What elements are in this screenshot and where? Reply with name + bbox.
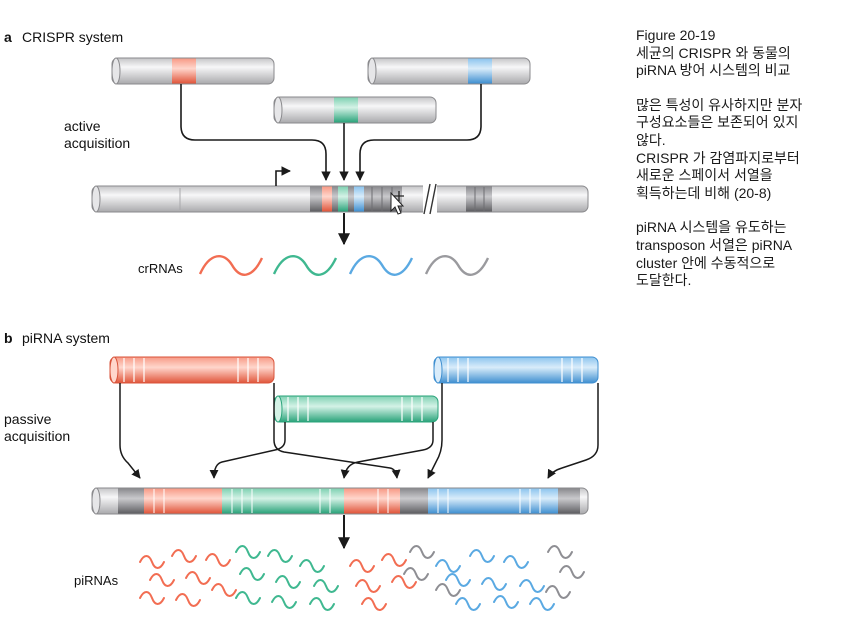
caption-para2-line4: 도달한다. — [636, 272, 692, 289]
pirna-squiggle — [355, 579, 381, 593]
passive-acquisition-label-line1: passive — [4, 411, 52, 427]
pirna-squiggle — [139, 591, 165, 605]
active-acquisition-label-line1: active — [64, 118, 101, 134]
pirna-squiggle — [503, 555, 529, 569]
pirna-squiggle — [149, 573, 175, 587]
pirna-squiggle — [403, 567, 429, 581]
crrna-blue — [348, 255, 414, 276]
pirna-squiggle — [391, 575, 417, 589]
transposon-green — [273, 395, 439, 423]
mouse-cursor-icon — [390, 191, 405, 215]
pirna-cluster — [91, 487, 589, 515]
pirna-squiggle — [309, 597, 335, 611]
acquisition-arrows-b — [119, 383, 599, 479]
pirna-squiggle — [469, 549, 495, 563]
pirna-squiggle — [529, 597, 555, 611]
transposon-blue — [433, 356, 599, 384]
caption-figure-number: Figure 20-19 — [636, 27, 716, 43]
phage-tube-blue — [367, 57, 531, 85]
pirna-squiggle — [481, 577, 507, 591]
pirna-squiggle — [171, 549, 197, 563]
pirna-squiggle — [185, 571, 211, 585]
caption-para2-line1: piRNA 시스템을 유도하는 — [636, 219, 787, 236]
pirna-squiggle — [349, 559, 375, 573]
caption-para1-line4: CRISPR 가 감염파지로부터 — [636, 149, 800, 166]
phage-tube-red — [111, 57, 275, 85]
promoter-arrow — [275, 166, 291, 186]
pirna-squiggle — [361, 597, 387, 611]
pirna-squiggle — [313, 579, 339, 593]
caption-para1-line3: 않다. — [636, 131, 666, 148]
figure-caption: Figure 20-19 세균의 CRISPR 와 동물의 piRNA 방어 시… — [636, 27, 864, 290]
pirna-squiggle — [381, 553, 407, 567]
panel-a-letter: a — [4, 29, 12, 45]
caption-para1-line1: 많은 특성이 유사하지만 분자 — [636, 96, 803, 113]
pirna-squiggle — [445, 573, 471, 587]
caption-para2-line3: cluster 안에 수동적으로 — [636, 254, 776, 271]
transposon-red — [109, 356, 275, 384]
caption-para2-line2: transposon 서열은 piRNA — [636, 236, 793, 253]
pirna-squiggle — [409, 545, 435, 559]
panel-a-title: CRISPR system — [22, 29, 123, 45]
caption-para1-line5: 새로운 스페이서 서열을 — [636, 167, 773, 184]
pirna-squiggle — [175, 593, 201, 607]
crrna-waves — [198, 255, 490, 276]
pirna-squiggle — [267, 549, 293, 563]
crrna-red — [198, 255, 264, 276]
caption-para1-line2: 구성요소들은 보존되어 있지 — [636, 114, 799, 131]
pirna-squiggle — [235, 545, 261, 559]
pirna-squiggle — [235, 591, 261, 605]
crispr-chromosome — [91, 182, 589, 216]
caption-title-line2: piRNA 방어 시스템의 비교 — [636, 62, 791, 79]
passive-acquisition-label-line2: acquisition — [4, 428, 70, 444]
crrna-green — [272, 255, 338, 276]
pirna-squiggle — [455, 597, 481, 611]
pirna-squiggle — [275, 575, 301, 589]
pirna-squiggle — [493, 595, 519, 609]
pirna-squiggle — [299, 559, 325, 573]
pirna-squiggle — [211, 583, 237, 597]
pirna-squiggle — [545, 585, 571, 599]
pirnas-label: piRNAs — [74, 573, 119, 588]
pirna-squiggle — [547, 545, 573, 559]
pirna-squiggle — [239, 567, 265, 581]
pirna-squiggle — [519, 579, 545, 593]
pirna-squiggle — [559, 565, 585, 579]
active-acquisition-label-line2: acquisition — [64, 135, 130, 151]
phage-tube-green — [273, 96, 437, 124]
pirna-squiggle — [435, 559, 461, 573]
crrna-gray — [424, 255, 490, 276]
caption-title-line1: 세균의 CRISPR 와 동물의 — [636, 44, 791, 61]
crrnas-label: crRNAs — [138, 261, 183, 276]
panel-b-title: piRNA system — [22, 330, 110, 346]
pirna-squiggle — [205, 553, 231, 567]
caption-para1-line6: 획득하는데 비해 (20-8) — [636, 184, 772, 201]
acquisition-arrows-a — [180, 84, 482, 181]
pirna-squiggle — [271, 595, 297, 609]
panel-b-letter: b — [4, 330, 13, 346]
pirna-waves — [139, 545, 585, 611]
pirna-squiggle — [139, 555, 165, 569]
pirna-squiggle — [435, 583, 461, 597]
